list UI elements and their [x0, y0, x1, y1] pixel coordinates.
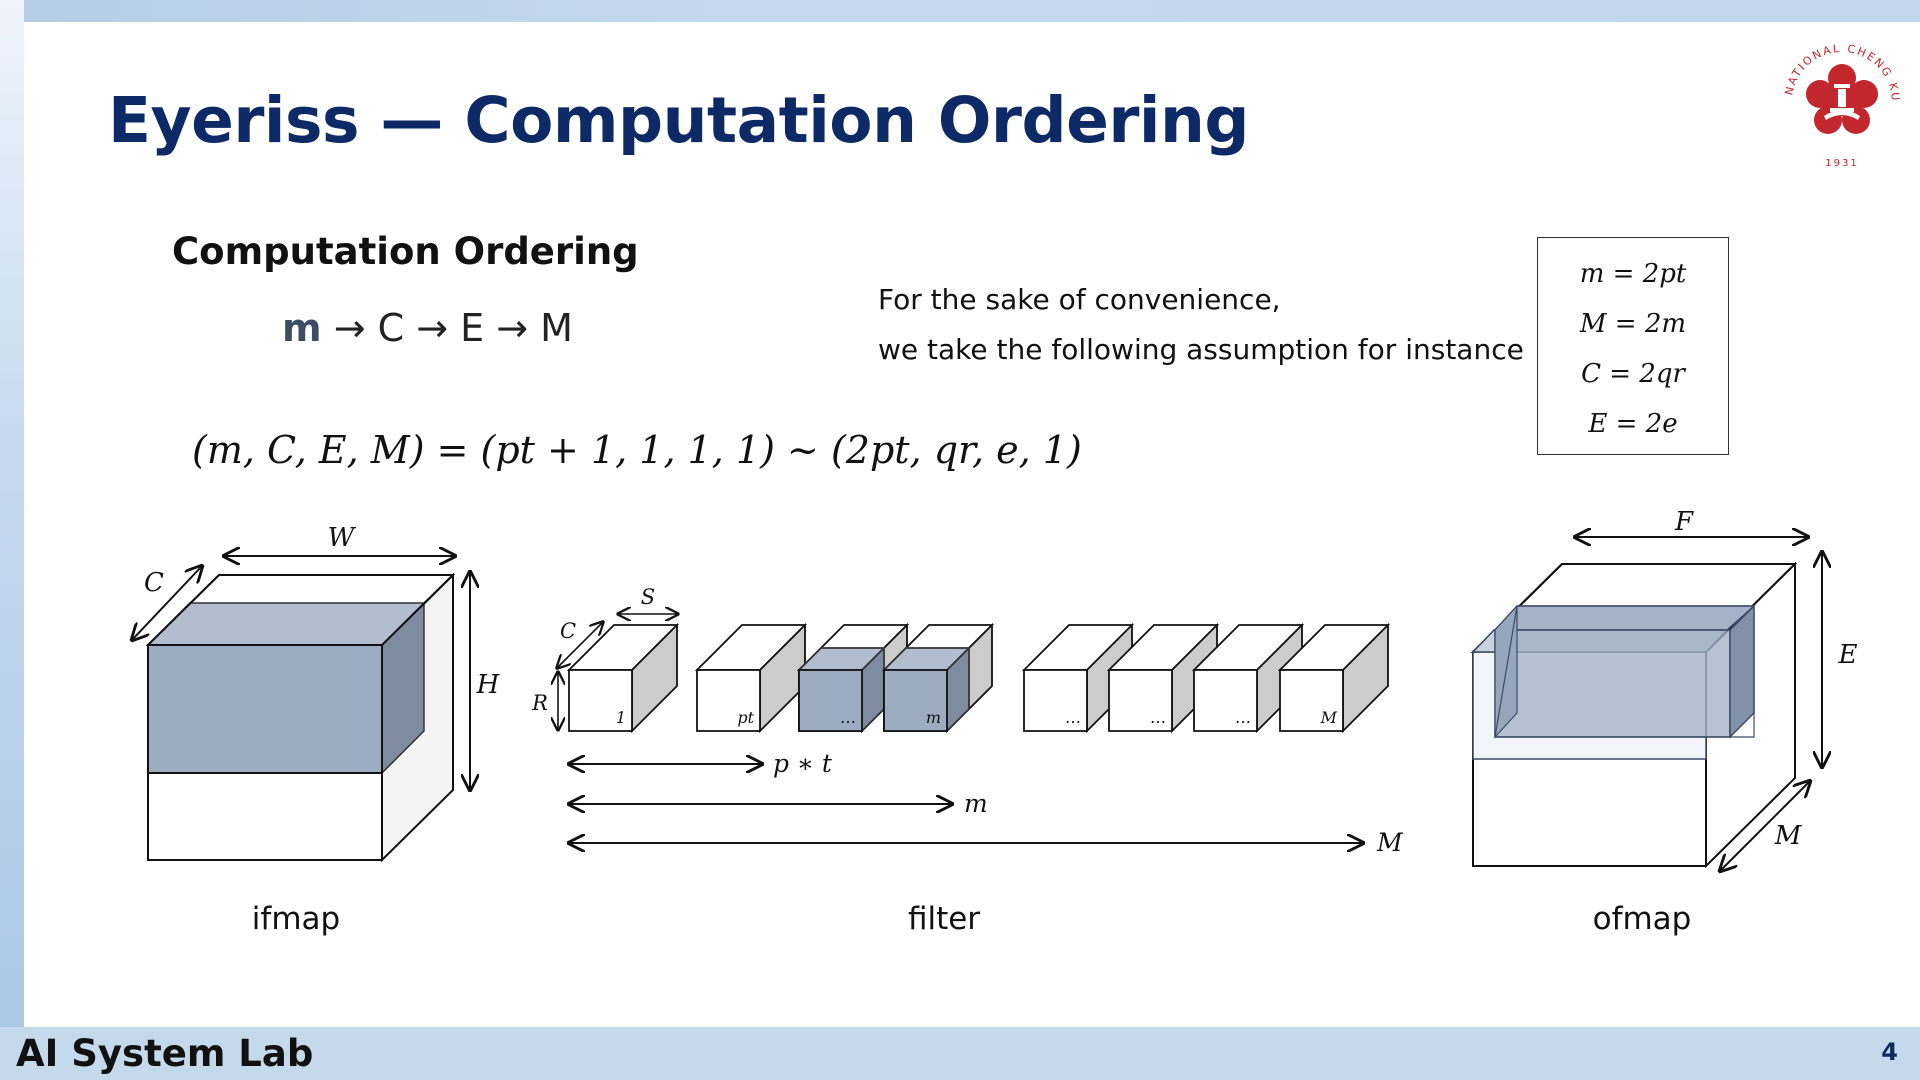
filter-cube-front: [568, 669, 633, 732]
left-band: [0, 0, 24, 1080]
slide-title: Eyeriss — Computation Ordering: [108, 84, 1249, 157]
filter-cube-label: 1: [616, 708, 626, 727]
assumption-M: M = 2m: [1579, 309, 1687, 339]
seal-year: 1931: [1825, 158, 1858, 169]
assumption-C: C = 2qr: [1581, 359, 1685, 389]
ofmap-caption: ofmap: [1593, 901, 1692, 937]
ofmap-depth-arrow: [1720, 781, 1810, 871]
filter-r-label: R: [531, 691, 548, 715]
filter-cube-shade-front: [798, 669, 863, 732]
filter-cube-label: M: [1320, 708, 1338, 727]
filter-cube-front: [1108, 669, 1173, 732]
ifmap-depth-arrow: [132, 566, 202, 640]
footer-bar: [0, 1027, 1920, 1080]
filter-cube-shade-front: [883, 669, 948, 732]
ifmap-cube: [145, 572, 456, 863]
assumption-box: m = 2pt M = 2m C = 2qr E = 2e: [1537, 237, 1729, 455]
filter-c-arrow: [557, 622, 603, 668]
filter-cube-label: …: [1235, 708, 1251, 727]
assumption-E: E = 2e: [1588, 409, 1678, 439]
filter-cube-label: …: [1065, 708, 1081, 727]
M-arrow-label: M: [1376, 828, 1404, 857]
note-line-2: we take the following assumption for ins…: [878, 333, 1524, 366]
filter-cube-label: pt: [737, 708, 754, 727]
filter-c-label: C: [560, 619, 576, 643]
m-arrow-label: m: [964, 789, 988, 818]
assumption-m: m = 2pt: [1579, 259, 1687, 289]
ifmap-width-label: W: [328, 523, 357, 553]
order-rest: → C → E → M: [321, 306, 573, 350]
note-line-1: For the sake of convenience,: [878, 283, 1281, 316]
filter-cube-front: [1193, 669, 1258, 732]
ofmap-width-label: F: [1674, 507, 1694, 537]
filter-cube-label: …: [1150, 708, 1166, 727]
filter-s-label: S: [641, 585, 655, 609]
ofmap-depth-label: M: [1774, 821, 1803, 851]
filter-cubes: 1 pt … m … … … M: [566, 622, 1391, 734]
filter-cube-label: m: [926, 708, 941, 727]
top-band: [0, 0, 1920, 22]
footer-lab-name: AI System Lab: [16, 1032, 314, 1075]
page-number: 4: [1881, 1038, 1898, 1066]
filter-cube-front: [1279, 669, 1344, 732]
ifmap-caption: ifmap: [252, 901, 340, 937]
ifmap-height-label: H: [476, 670, 501, 700]
order-first: m: [282, 306, 322, 350]
pt-arrow-label: p ∗ t: [773, 749, 833, 778]
filter-cube-front: [696, 669, 761, 732]
ifmap-depth-label: C: [144, 568, 164, 598]
ofmap-cube: [1470, 561, 1798, 869]
university-seal-icon: NATIONAL CHENG KUNG UNIVERSITY 1931: [1774, 34, 1900, 169]
mapping-formula: (m, C, E, M) = (pt + 1, 1, 1, 1) ~ (2pt,…: [192, 428, 1082, 472]
filter-caption: filter: [908, 901, 980, 937]
ofmap-height-label: E: [1838, 640, 1858, 670]
filter-cube-label: …: [840, 708, 856, 727]
filter-cube-front: [1023, 669, 1088, 732]
section-heading: Computation Ordering: [172, 230, 639, 273]
computation-order: m → C → E → M: [282, 306, 573, 350]
